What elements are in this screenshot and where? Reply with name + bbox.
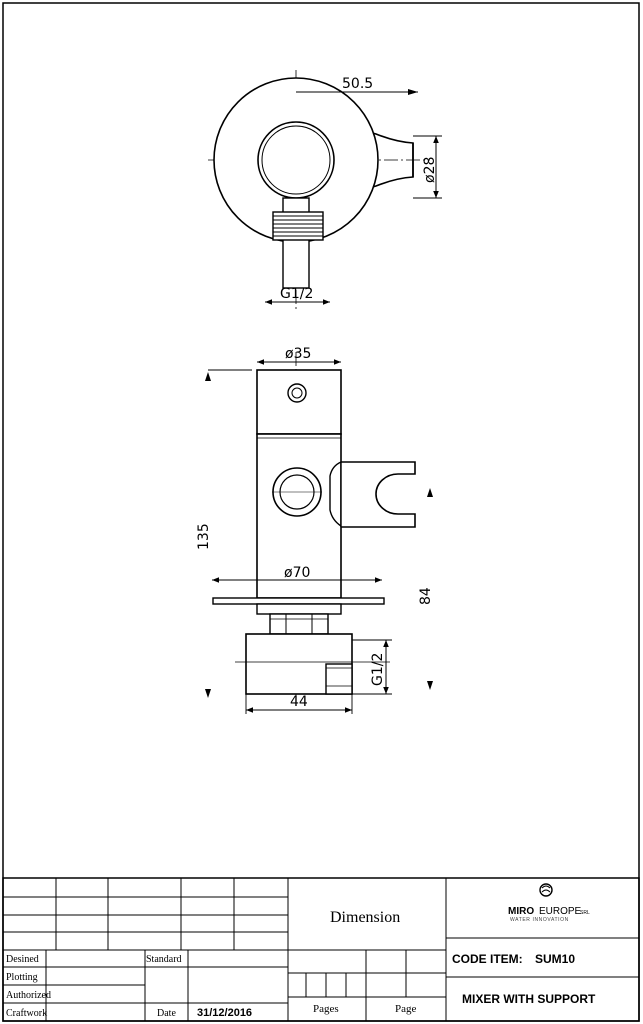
logo-wave-icon <box>541 885 551 893</box>
signature-grid <box>3 950 288 1021</box>
dim-arrow-84-bottom <box>427 681 433 690</box>
logo-brand-light: EUROPE <box>539 906 582 917</box>
logo-brand-bold: MIRO <box>508 906 534 917</box>
dim-arrow-135-bottom <box>205 689 211 698</box>
body-inner-circle <box>257 121 335 199</box>
plotting-label: Plotting <box>6 972 38 983</box>
date-label: Date <box>157 1008 176 1019</box>
top-view: 50.5 ø28 G1/2 <box>208 70 442 310</box>
dim-arrow-84-top <box>427 488 433 497</box>
dim-lower-label: 84 <box>418 587 434 605</box>
craftwork-label: Craftwork <box>6 1008 47 1019</box>
product-description: MIXER WITH SUPPORT <box>462 992 596 1006</box>
date-value: 31/12/2016 <box>197 1007 252 1019</box>
dim-top-diameter-label: ø35 <box>285 346 311 362</box>
standard-label: Standard <box>146 954 182 965</box>
dim-height-label: 135 <box>196 523 212 550</box>
dim-arrow-135-top <box>205 372 211 381</box>
holder-neck <box>329 461 342 527</box>
right-grid <box>446 937 639 978</box>
designed-label: Desined <box>6 954 39 965</box>
dim-thread-top-label: G1/2 <box>280 286 313 302</box>
nut <box>269 613 329 635</box>
middle-grid <box>288 878 447 1021</box>
front-view: ø35 135 ø70 G1/2 84 44 <box>196 346 434 714</box>
holder-clip <box>341 461 416 528</box>
dimension-label: Dimension <box>330 909 400 926</box>
dim-width-label: 50.5 <box>342 76 373 92</box>
dim-arrow <box>408 89 418 95</box>
dim-thread-front-label: G1/2 <box>370 653 386 686</box>
company-logo: MIRO EUROPE SRL WATER INNOVATION <box>508 883 590 923</box>
page-label: Page <box>395 1003 417 1015</box>
dim-base-label: 44 <box>290 694 308 710</box>
base-outlet-port <box>325 663 353 695</box>
cap-hole-inner <box>291 387 303 399</box>
flange-plate <box>212 597 385 605</box>
authorized-label: Authorized <box>6 990 51 1001</box>
thread-lines <box>273 215 323 237</box>
body-inner-ring <box>261 125 331 195</box>
title-block: Desined Plotting Authorized Craftwork St… <box>2 877 640 1022</box>
pages-label: Pages <box>313 1003 339 1015</box>
code-item-label: CODE ITEM: <box>452 952 523 966</box>
logo-tagline: WATER INNOVATION <box>510 917 569 923</box>
dim-flange-label: ø70 <box>284 565 310 581</box>
code-item-value: SUM10 <box>535 952 575 966</box>
collar <box>256 603 342 615</box>
logo-suffix: SRL <box>580 910 590 916</box>
thread-block <box>272 211 324 241</box>
dim-holder-label: ø28 <box>422 157 438 183</box>
cap-hole-outer <box>287 383 307 403</box>
